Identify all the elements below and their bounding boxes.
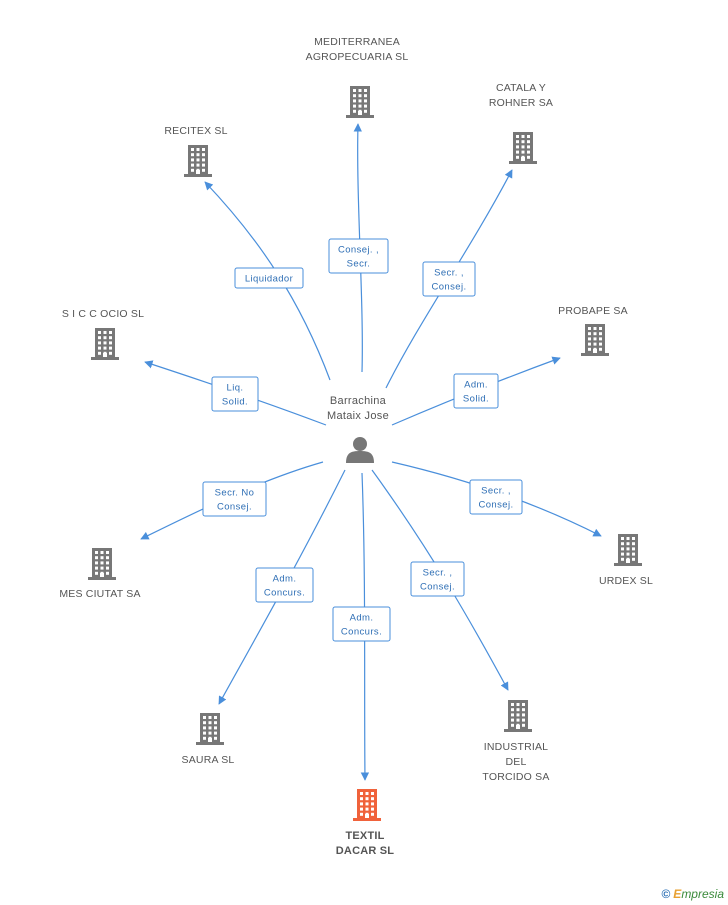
edge-label-catala[interactable]: Secr. , Consej.	[422, 261, 476, 297]
edge-label-text: Consej.	[478, 500, 513, 511]
node-mesciutat[interactable]: MES CIUTAT SA	[59, 548, 140, 600]
person-icon	[346, 437, 374, 463]
building-icon	[581, 324, 609, 356]
building-icon	[509, 132, 537, 164]
edge-label-sicc[interactable]: Liq. Solid.	[211, 376, 259, 412]
person-name: Mataix Jose	[327, 410, 389, 422]
building-icon	[88, 548, 116, 580]
edge-label-text: Adm.	[350, 613, 374, 624]
edge-label-probape[interactable]: Adm. Solid.	[453, 373, 499, 409]
edge-label-text: Liq.	[227, 383, 244, 394]
node-label: S I C C OCIO SL	[62, 308, 144, 320]
building-icon	[353, 789, 381, 821]
building-icon	[196, 713, 224, 745]
edge-label-box	[453, 373, 499, 409]
building-icon	[91, 328, 119, 360]
node-sicc[interactable]: S I C C OCIO SL	[62, 308, 144, 360]
node-label: RECITEX SL	[164, 125, 227, 137]
edge-label-text: Adm.	[273, 574, 297, 585]
edge-labels-layer: Consej. , Secr. Secr. , Consej. LiquidadorLi…	[202, 238, 523, 642]
edge-label-recitex[interactable]: Liquidador	[234, 267, 304, 289]
person-name: Barrachina	[330, 395, 387, 407]
edge-label-text: Consej.	[217, 502, 252, 513]
edge-label-text: Secr. ,	[434, 268, 464, 279]
edge-label-box	[234, 267, 304, 289]
node-label: MES CIUTAT SA	[59, 588, 140, 600]
node-label: SAURA SL	[182, 754, 235, 766]
brand-initial: E	[673, 887, 682, 901]
node-label: DEL	[505, 756, 526, 768]
edge-label-text: Consej.	[420, 582, 455, 593]
edge-label-box	[328, 238, 389, 274]
edge-label-box	[211, 376, 259, 412]
edge-label-industrial[interactable]: Secr. , Consej.	[410, 561, 465, 597]
edge-label-text: Consej.	[431, 282, 466, 293]
node-catala[interactable]: CATALA Y ROHNER SA	[489, 82, 553, 164]
node-urdex[interactable]: URDEX SL	[599, 534, 653, 587]
edge-label-box	[422, 261, 476, 297]
node-textil[interactable]: TEXTIL DACAR SL	[336, 789, 395, 857]
edge-label-mesciutat[interactable]: Secr. No Consej.	[202, 481, 267, 517]
edge-label-box	[469, 479, 523, 515]
node-label: MEDITERRANEA	[314, 36, 400, 48]
edge-label-text: Secr. ,	[423, 568, 453, 579]
building-icon	[346, 86, 374, 118]
copyright-icon: ©	[661, 887, 671, 901]
edges-layer	[140, 123, 602, 781]
edge-label-box	[410, 561, 465, 597]
edge-label-urdex[interactable]: Secr. , Consej.	[469, 479, 523, 515]
node-mediterranea[interactable]: MEDITERRANEA AGROPECUARIA SL	[306, 36, 409, 118]
node-label: INDUSTRIAL	[484, 741, 548, 753]
node-probape[interactable]: PROBAPE SA	[558, 305, 628, 356]
node-label: CATALA Y	[496, 82, 546, 94]
node-saura[interactable]: SAURA SL	[182, 713, 235, 766]
edge-label-text: Secr. No	[215, 488, 255, 499]
node-recitex[interactable]: RECITEX SL	[164, 125, 227, 177]
node-label: TEXTIL	[345, 830, 384, 842]
edge-label-text: Consej. ,	[338, 245, 379, 256]
edge-label-box	[255, 567, 314, 603]
building-icon	[184, 145, 212, 177]
node-label: AGROPECUARIA SL	[306, 51, 409, 63]
edge-label-text: Liquidador	[245, 274, 293, 285]
edge-label-mediterranea[interactable]: Consej. , Secr.	[328, 238, 389, 274]
edge-label-text: Secr.	[347, 259, 371, 270]
edge-label-text: Secr. ,	[481, 486, 511, 497]
building-icon	[614, 534, 642, 566]
edge-label-text: Concurs.	[264, 588, 305, 599]
node-label: TORCIDO SA	[482, 771, 549, 783]
building-icon	[504, 700, 532, 732]
nodes-layer: MEDITERRANEA AGROPECUARIA SL CATALA Y ROHNE…	[59, 36, 653, 857]
edge-label-saura[interactable]: Adm. Concurs.	[255, 567, 314, 603]
node-label: DACAR SL	[336, 845, 395, 857]
brand-name: mpresia	[681, 887, 724, 901]
edge-label-box	[332, 606, 391, 642]
node-label: ROHNER SA	[489, 97, 553, 109]
node-label: URDEX SL	[599, 575, 653, 587]
edge-label-box	[202, 481, 267, 517]
edge-label-text: Adm.	[464, 380, 488, 391]
edge-label-textil[interactable]: Adm. Concurs.	[332, 606, 391, 642]
edge-label-text: Solid.	[463, 394, 489, 405]
node-industrial[interactable]: INDUSTRIAL DEL TORCIDO SA	[482, 700, 549, 783]
edge-label-text: Solid.	[222, 397, 248, 408]
node-label: PROBAPE SA	[558, 305, 628, 317]
empresia-watermark[interactable]: ©Empresia	[661, 887, 724, 901]
edge-label-text: Concurs.	[341, 627, 382, 638]
